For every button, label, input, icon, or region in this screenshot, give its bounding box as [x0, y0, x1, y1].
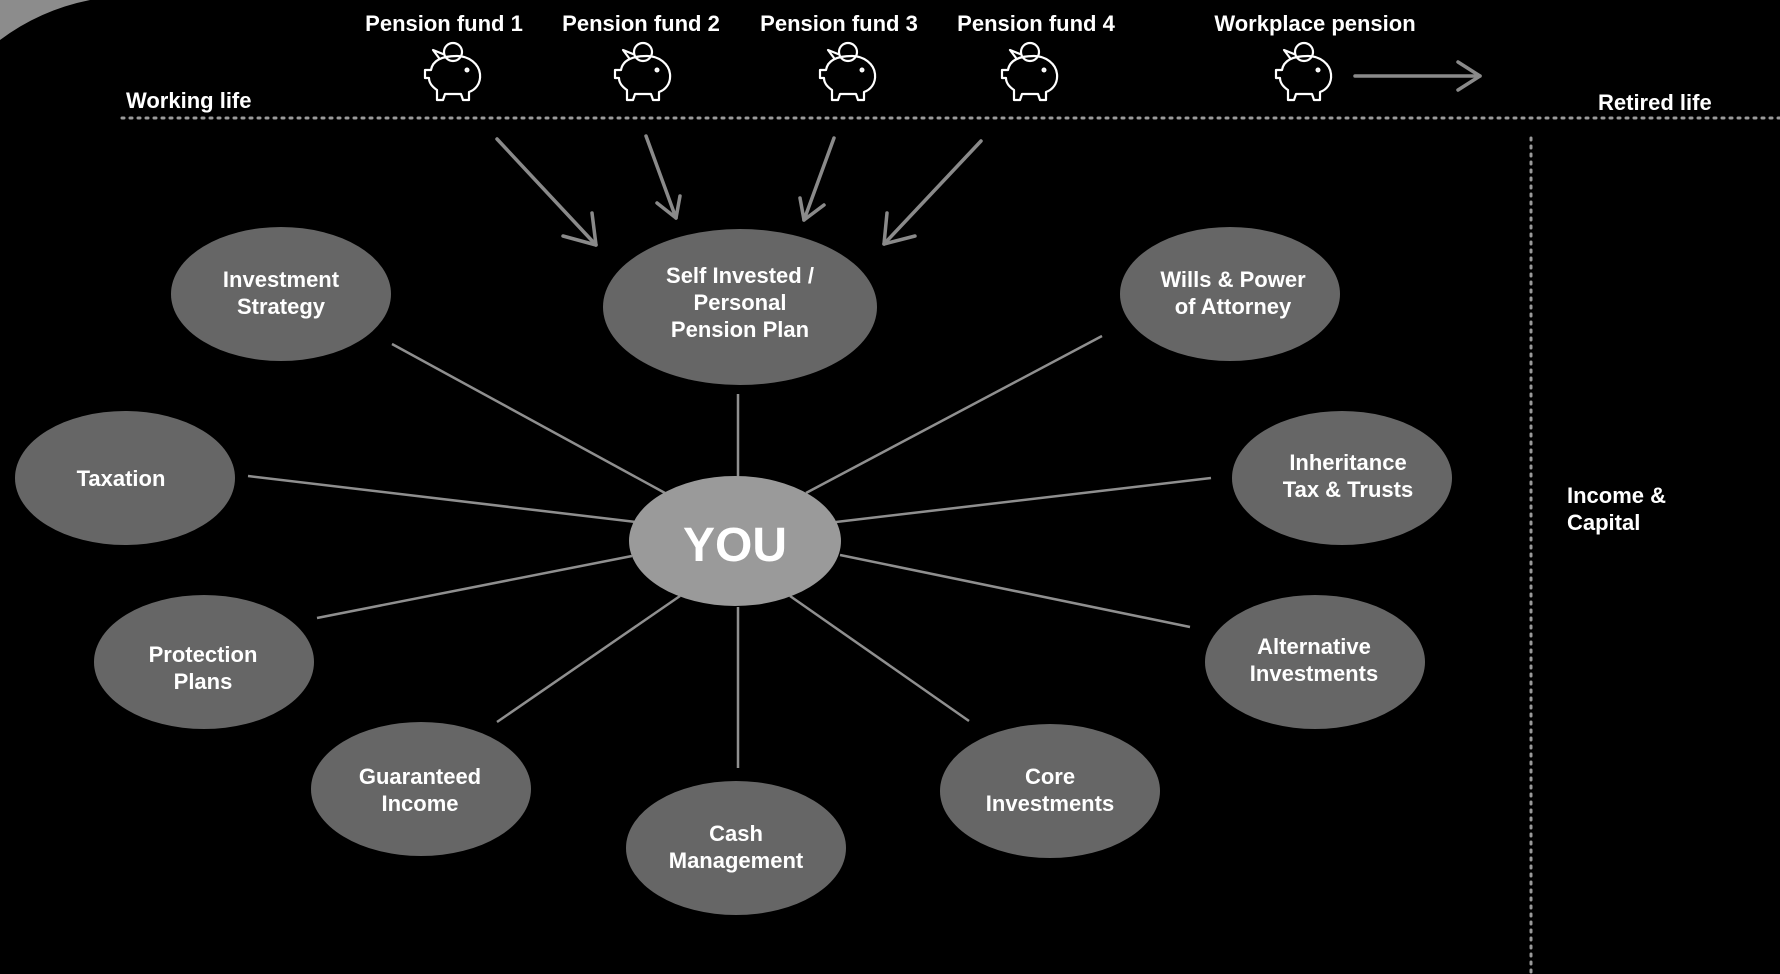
svg-text:Strategy: Strategy	[237, 294, 326, 319]
svg-text:Plans: Plans	[174, 669, 233, 694]
node-core: Core Investments	[940, 724, 1160, 858]
svg-text:Cash: Cash	[709, 821, 763, 846]
node-guaranteed: Guaranteed Income	[311, 722, 531, 856]
node-investment-strategy: Investment Strategy	[171, 227, 391, 361]
node-protection: Protection Plans	[94, 595, 314, 729]
svg-text:Inheritance: Inheritance	[1289, 450, 1406, 475]
working-life-label: Working life	[126, 88, 252, 113]
center-you-label: YOU	[683, 519, 787, 572]
node-inheritance: Inheritance Tax & Trusts	[1232, 411, 1452, 545]
piggy-bank-icon	[613, 41, 672, 102]
svg-text:Taxation: Taxation	[77, 466, 166, 491]
svg-text:Self Invested /: Self Invested /	[666, 263, 814, 288]
fund-label-1: Pension fund 1	[365, 11, 523, 36]
svg-text:Pension Plan: Pension Plan	[671, 317, 809, 342]
svg-text:Management: Management	[669, 848, 804, 873]
income-capital-line-2: Capital	[1567, 510, 1640, 535]
spokes	[247, 334, 1212, 768]
fund-arrows	[495, 134, 983, 247]
fund-label-4: Pension fund 4	[957, 11, 1115, 36]
svg-text:Guaranteed: Guaranteed	[359, 764, 481, 789]
svg-text:Income: Income	[381, 791, 458, 816]
svg-text:Investments: Investments	[1250, 661, 1378, 686]
svg-text:Protection: Protection	[149, 642, 258, 667]
arrow-right-icon	[1353, 60, 1482, 92]
node-sipp: Self Invested / Personal Pension Plan	[603, 229, 877, 385]
svg-text:of Attorney: of Attorney	[1175, 294, 1292, 319]
svg-text:Investment: Investment	[223, 267, 340, 292]
fund-label-workplace: Workplace pension	[1214, 11, 1415, 36]
svg-text:Personal: Personal	[694, 290, 787, 315]
svg-text:Wills & Power: Wills & Power	[1160, 267, 1306, 292]
corner-decoration	[0, 0, 90, 40]
piggy-bank-icon	[818, 41, 877, 102]
node-wills: Wills & Power of Attorney	[1120, 227, 1340, 361]
income-capital-line-1: Income &	[1567, 483, 1666, 508]
node-alternative: Alternative Investments	[1205, 595, 1425, 729]
fund-label-2: Pension fund 2	[562, 11, 720, 36]
fund-label-3: Pension fund 3	[760, 11, 918, 36]
svg-text:Alternative: Alternative	[1257, 634, 1371, 659]
piggy-bank-icon	[423, 41, 482, 102]
svg-text:Investments: Investments	[986, 791, 1114, 816]
retired-life-label: Retired life	[1598, 90, 1712, 115]
center-you-node	[629, 476, 841, 606]
node-cash: Cash Management	[626, 781, 846, 915]
piggy-bank-icon	[1000, 41, 1059, 102]
svg-text:Core: Core	[1025, 764, 1075, 789]
svg-text:Tax & Trusts: Tax & Trusts	[1283, 477, 1413, 502]
node-taxation: Taxation	[15, 411, 235, 545]
piggy-bank-icon	[1274, 41, 1333, 102]
